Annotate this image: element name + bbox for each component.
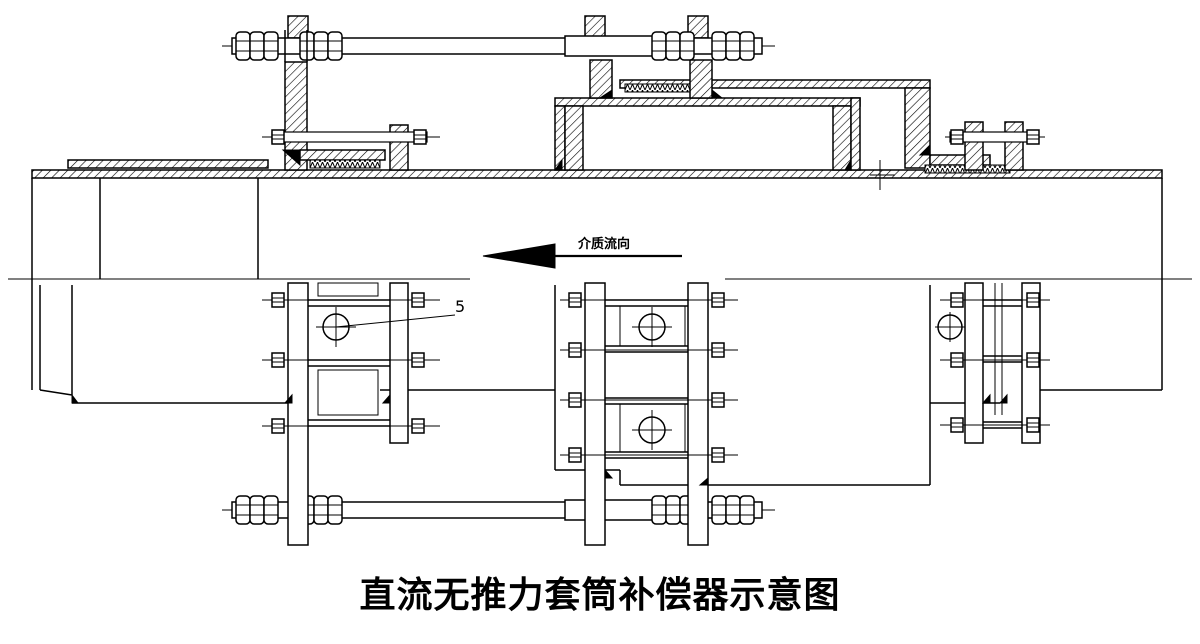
main-pipe — [31, 159, 1163, 486]
lower-center-flange — [560, 282, 738, 546]
lower-left-flange — [262, 282, 440, 546]
weld-marks — [71, 88, 1008, 486]
top-tie-rod — [222, 30, 775, 62]
upper-small-bolts — [262, 129, 1045, 145]
outer-sleeve — [554, 59, 931, 190]
right-flange — [924, 121, 1024, 174]
flow-label: 介质流向 — [577, 236, 630, 252]
callout-leader-5 — [335, 314, 456, 328]
compensator-drawing: 介质流向 5 — [8, 15, 1192, 546]
lower-right-flange — [935, 282, 1050, 444]
drawing-title: 直流无推力套筒补偿器示意图 — [359, 575, 841, 616]
callout-number-5: 5 — [455, 297, 465, 316]
flow-arrow — [482, 243, 682, 269]
